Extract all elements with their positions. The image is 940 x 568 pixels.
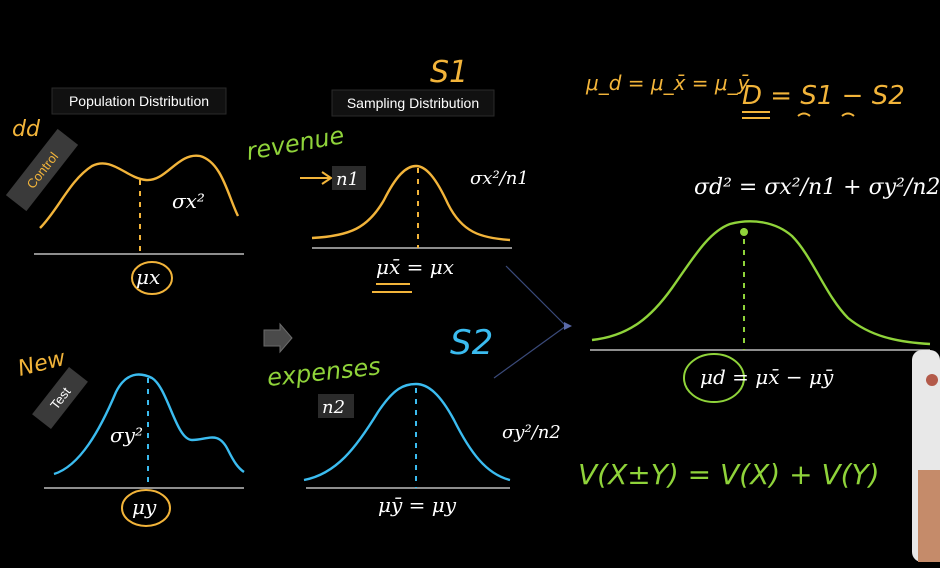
control-sampling-curve (311, 164, 511, 242)
variance-rule-note: V(X±Y) = V(X) + V(Y) (578, 458, 880, 491)
sampling-distribution-label: Sampling Distribution (331, 89, 495, 117)
test-sampling-curve (303, 382, 511, 482)
mu-x-label: μx (136, 265, 160, 289)
mu-d-equation: μd = μx̄ − μȳ (700, 365, 834, 389)
sigma-d2-equation: σd² = σx²/n1 + σy²/n2 (694, 175, 940, 200)
mu-xbar-underline (372, 283, 412, 293)
control-population-curve (39, 154, 240, 229)
mu-y-label: μy (132, 495, 157, 519)
sigma-y2-over-n2: σy²/n2 (502, 422, 561, 443)
revenue-note: revenue (244, 121, 346, 166)
mu-xbar-eq-label: μx̄ = μx (376, 255, 454, 279)
mu-d-circle (683, 353, 745, 403)
converge-line-bottom (493, 325, 567, 379)
mu-x-circle (131, 261, 173, 295)
population-distribution-label: Population Distribution (51, 87, 227, 115)
n2-box (318, 394, 354, 418)
svg-text:Sampling Distribution: Sampling Distribution (347, 95, 479, 111)
test-population-curve (53, 373, 245, 476)
svg-text:Population Distribution: Population Distribution (69, 93, 209, 109)
sigma-x2-over-n1: σx²/n1 (470, 168, 529, 189)
expenses-note: expenses (266, 352, 382, 392)
n2-label: n2 (322, 397, 345, 418)
mu-ybar-eq-label: μȳ = μy (378, 493, 457, 517)
presenter-video-thumbnail (912, 350, 940, 562)
converge-line-top (505, 265, 567, 327)
difference-curve (591, 220, 931, 346)
converge-arrow-icon (564, 322, 572, 330)
sigma-x2-label: σx² (172, 189, 205, 213)
n1-box (332, 166, 366, 190)
peak-dot (740, 228, 748, 236)
sigma-y2-label: σy² (110, 423, 143, 447)
dd-note: dd (12, 117, 41, 142)
mu-y-circle (121, 489, 171, 527)
new-note: New (15, 346, 69, 382)
n1-arrow (300, 171, 333, 185)
n1-label: n1 (336, 169, 359, 190)
s2-note: S2 (450, 323, 493, 363)
middle-arrow-icon (263, 322, 293, 354)
d-definition-note: D = S1 − S2 (742, 81, 905, 111)
s1-note: S1 (430, 55, 468, 90)
d-underline (742, 111, 855, 119)
mean-identity-note: μ_d = μ_x̄ = μ_ȳ (585, 71, 751, 95)
